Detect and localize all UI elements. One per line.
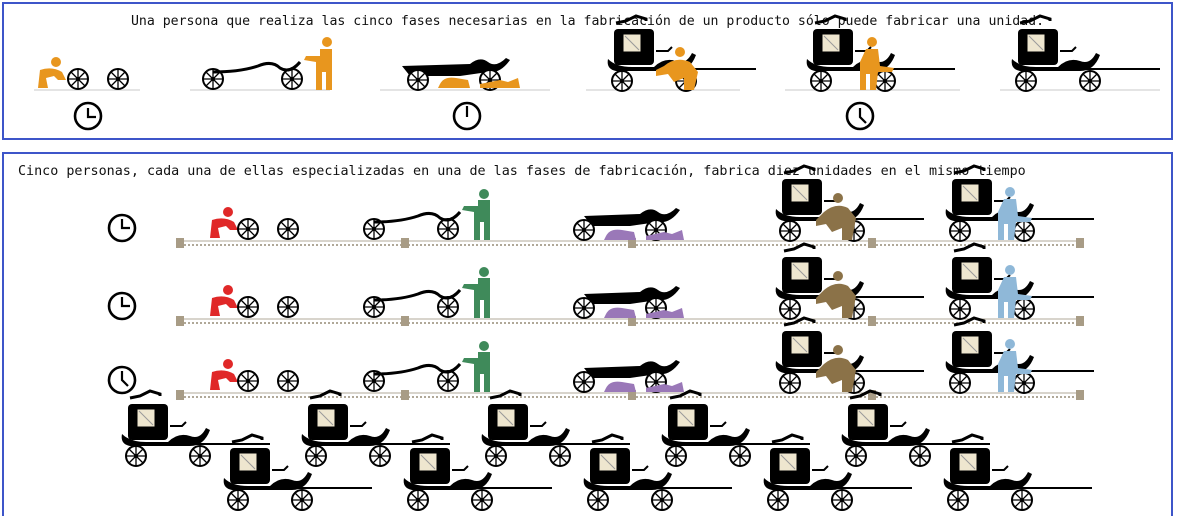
worker-orange-5	[860, 37, 894, 90]
clock-icon	[452, 101, 482, 131]
conveyor-belt	[176, 316, 1084, 326]
worker-orange-4	[656, 47, 698, 90]
top-stage-finishing	[807, 16, 955, 91]
finished-carriage	[584, 435, 732, 510]
worker-finishing	[946, 244, 1094, 319]
top-stage-cabin	[608, 16, 756, 91]
worker-wheels	[210, 207, 299, 240]
bottom-caption: Cinco personas, cada una de ellas especi…	[18, 164, 1026, 179]
worker-orange-1	[38, 57, 66, 88]
finished-carriages	[122, 391, 1092, 510]
worker-body	[573, 360, 684, 393]
top-stage-wheels	[38, 57, 129, 90]
clock-icon	[73, 101, 103, 131]
worker-body	[573, 286, 684, 319]
worker-finishing	[946, 166, 1094, 241]
assembly-line-2	[107, 244, 1094, 326]
worker-cabin	[776, 318, 924, 393]
worker-wheels	[210, 359, 299, 392]
single-worker-panel: Una persona que realiza las cinco fases …	[2, 2, 1173, 140]
worker-cabin	[776, 244, 924, 319]
clock-icon	[845, 101, 875, 131]
worker-orange-3	[438, 77, 520, 88]
clock-icon	[107, 365, 137, 395]
assembly-line-1	[107, 166, 1094, 248]
clock-icon	[107, 213, 137, 243]
finished-carriage	[224, 435, 372, 510]
top-stage-body	[402, 58, 520, 91]
top-caption: Una persona que realiza las cinco fases …	[130, 14, 1045, 29]
worker-chassis	[363, 267, 490, 318]
top-stage-chassis	[202, 37, 332, 90]
finished-carriage	[944, 435, 1092, 510]
finished-carriage	[404, 435, 552, 510]
worker-cabin	[776, 166, 924, 241]
conveyor-belt	[176, 238, 1084, 248]
finished-carriage	[764, 435, 912, 510]
top-finished-carriage	[1012, 16, 1160, 91]
worker-wheels	[210, 285, 299, 318]
worker-chassis	[363, 189, 490, 240]
assembly-line-3	[107, 318, 1094, 400]
worker-orange-2	[304, 37, 332, 90]
worker-body	[573, 208, 684, 241]
worker-finishing	[946, 318, 1094, 393]
clock-icon	[107, 291, 137, 321]
worker-chassis	[363, 341, 490, 392]
